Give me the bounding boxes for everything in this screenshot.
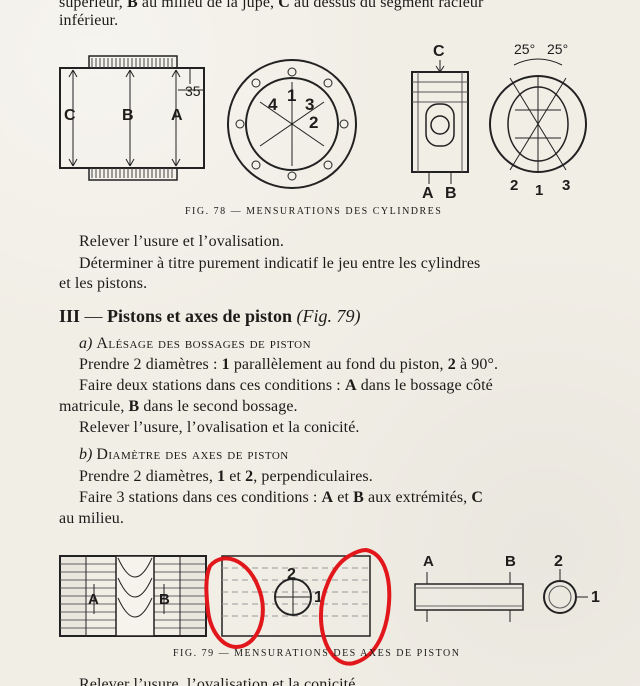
subsection-b-line-1-prefix: Prendre 2 diamètres, bbox=[79, 468, 218, 485]
paragraph-usure-ovalisation: Relever l’usure et l’ovalisation. bbox=[79, 233, 285, 250]
fig79-label-2-right: 2 bbox=[554, 553, 563, 570]
subsection-a-line-2-suffix: dans le bossage côté bbox=[356, 377, 493, 394]
subsection-b-line-1-two: 2 bbox=[245, 468, 254, 485]
subsection-b-line-2-suffix: aux extrémités, bbox=[363, 489, 472, 506]
fig78-label-4: 4 bbox=[268, 95, 278, 114]
fig78-cylinder-section: C B A 35 bbox=[59, 55, 205, 181]
fig78-diagrams: C B A 35 4 1 3 2 bbox=[59, 41, 587, 198]
section-iii-heading: Pistons et axes de piston bbox=[107, 306, 293, 326]
subsection-a-line-3: matricule, B dans le second bossage. bbox=[59, 396, 298, 418]
subsection-a-line-1-two: 2 bbox=[447, 356, 456, 373]
subsection-a-line-1-one: 1 bbox=[221, 356, 230, 373]
fig79-pin-cross-section: 2 1 bbox=[221, 555, 371, 637]
fig78-label-35: 35 bbox=[185, 83, 201, 99]
fig79-label-b-left: B bbox=[159, 591, 170, 608]
subsection-b-line-2-c: C bbox=[471, 489, 484, 506]
top-fragment-middle: au milieu de la jupe, bbox=[137, 0, 279, 11]
fig78-piston-side: C A B bbox=[411, 43, 469, 198]
top-fragment-line-2: inférieur. bbox=[59, 12, 119, 29]
fig78-label-a-bottom: A bbox=[422, 185, 434, 198]
fig78-label-b-bottom: B bbox=[445, 185, 457, 198]
fig79-piston-pin-length: A B bbox=[414, 553, 524, 622]
top-fragment-c: C bbox=[278, 0, 290, 11]
fig79-label-1-center: 1 bbox=[314, 589, 323, 606]
subsection-b-letter: b) bbox=[79, 446, 93, 463]
section-iii-dash: — bbox=[80, 306, 108, 326]
section-iii-number: III bbox=[59, 306, 81, 326]
fig78-label-2: 2 bbox=[309, 113, 318, 132]
top-fragment-line-1: supérieur, B au milieu de la jupe, C au … bbox=[59, 0, 599, 14]
paragraph-determiner-cont: et les pistons. bbox=[59, 275, 148, 292]
bottom-fragment: Relever l’usure, l’ovalisation et la con… bbox=[79, 676, 360, 686]
paragraph-determiner: Déterminer à titre purement indicatif le… bbox=[79, 255, 481, 272]
fig78-caption: FIG. 78 — MENSURATIONS DES CYLINDRES bbox=[185, 206, 443, 217]
subsection-b-line-2: Faire 3 stations dans ces conditions : A… bbox=[79, 487, 483, 509]
subsection-b-line-1-middle: et bbox=[225, 468, 246, 485]
fig78-label-b: B bbox=[122, 107, 134, 124]
subsection-a-line-2-prefix: Faire deux stations dans ces conditions … bbox=[79, 377, 345, 394]
fig79-pin-end-view: 2 1 bbox=[543, 553, 600, 614]
fig79-label-a-right: A bbox=[423, 553, 434, 570]
top-fragment-suffix: au dessus du segment racleur bbox=[289, 0, 484, 11]
fig79-label-b-right: B bbox=[505, 553, 516, 570]
subsection-b-line-1-suffix: , perpendiculaires. bbox=[253, 468, 373, 485]
subsection-b-line-1-one: 1 bbox=[217, 468, 226, 485]
section-iii-title: III — Pistons et axes de piston (Fig. 79… bbox=[59, 304, 361, 328]
fig79-caption: FIG. 79 — MENSURATIONS DES AXES DE PISTO… bbox=[173, 648, 461, 659]
subsection-b-title: Diamètre des axes de piston bbox=[96, 446, 289, 463]
subsection-a-letter: a) bbox=[79, 335, 93, 352]
fig78-label-1: 1 bbox=[287, 86, 296, 105]
fig78-piston-top: 25° 25° 2 1 3 bbox=[489, 41, 587, 198]
subsection-a-line-1-suffix: à 90°. bbox=[455, 356, 499, 373]
fig78-label-2-piston: 2 bbox=[510, 177, 518, 194]
subsection-a-line-2: Faire deux stations dans ces conditions … bbox=[79, 375, 493, 397]
fig79-label-a-left: A bbox=[88, 591, 99, 608]
subsection-a-line-4: Relever l’usure, l’ovalisation et la con… bbox=[79, 419, 360, 436]
subsection-b-line-2-a: A bbox=[321, 489, 334, 506]
section-iii-fig-reference: (Fig. 79) bbox=[296, 306, 361, 326]
subsection-a-heading: a) Alésage des bossages de piston bbox=[79, 334, 311, 354]
subsection-b-line-3: au milieu. bbox=[59, 510, 124, 527]
subsection-b-heading: b) Diamètre des axes de piston bbox=[79, 445, 289, 465]
fig79-piston-bore: A B bbox=[59, 555, 207, 637]
subsection-a-line-1-middle: parallèlement au fond du piston, bbox=[229, 356, 448, 373]
fig79-label-1-right: 1 bbox=[591, 589, 600, 606]
top-fragment-prefix: supérieur, bbox=[59, 0, 127, 11]
fig78-label-1-piston: 1 bbox=[535, 182, 543, 198]
subsection-a-line-1-prefix: Prendre 2 diamètres : bbox=[79, 356, 222, 373]
subsection-a-line-3-b: B bbox=[128, 398, 140, 415]
fig78-angle-left: 25° bbox=[514, 41, 535, 57]
fig78-label-a: A bbox=[171, 107, 183, 124]
subsection-b-line-2-prefix: Faire 3 stations dans ces conditions : bbox=[79, 489, 322, 506]
subsection-b-line-2-middle: et bbox=[333, 489, 354, 506]
subsection-a-title: Alésage des bossages de piston bbox=[96, 335, 312, 352]
subsection-b-line-1: Prendre 2 diamètres, 1 et 2, perpendicul… bbox=[79, 466, 373, 488]
subsection-a-line-1: Prendre 2 diamètres : 1 parallèlement au… bbox=[79, 354, 498, 376]
fig78-label-c-top: C bbox=[433, 43, 445, 60]
fig79-diagrams: A B 2 1 A B 2 bbox=[59, 553, 600, 637]
fig78-label-3: 3 bbox=[305, 95, 314, 114]
fig78-gasket-circle: 4 1 3 2 bbox=[227, 59, 357, 189]
top-fragment-b: B bbox=[127, 0, 138, 11]
subsection-a-line-3-suffix: dans le second bossage. bbox=[139, 398, 298, 415]
fig78-angle-right: 25° bbox=[547, 41, 568, 57]
fig78-label-3-piston: 3 bbox=[562, 177, 570, 194]
subsection-a-line-2-a: A bbox=[344, 377, 357, 394]
fig78-label-c: C bbox=[64, 107, 76, 124]
fig79-label-2-center: 2 bbox=[287, 566, 296, 583]
subsection-a-line-3-prefix: matricule, bbox=[59, 398, 129, 415]
subsection-b-line-2-b: B bbox=[353, 489, 364, 506]
